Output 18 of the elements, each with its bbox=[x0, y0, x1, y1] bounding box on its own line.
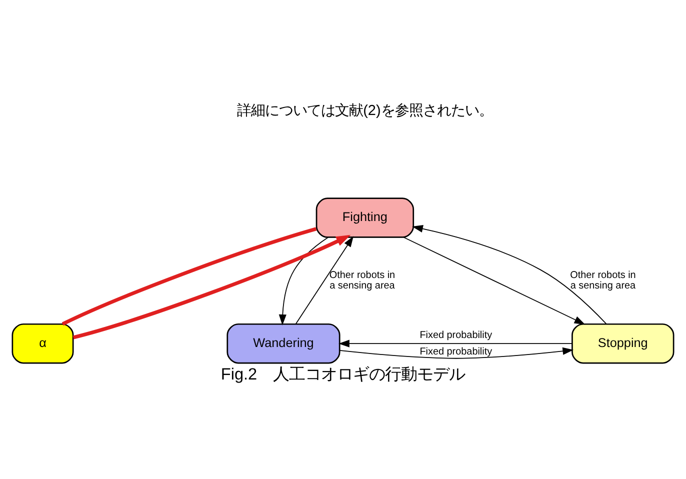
edge-label: Other robots in a sensing area bbox=[570, 270, 636, 292]
arrow bbox=[412, 225, 607, 324]
edge-label: Fixed probability bbox=[420, 330, 492, 341]
arrow bbox=[295, 236, 354, 324]
edge-label: Other robots in a sensing area bbox=[329, 270, 396, 292]
arrow bbox=[278, 236, 329, 326]
node-box: Fighting bbox=[316, 198, 414, 238]
connector bbox=[62, 227, 317, 326]
arrow bbox=[403, 236, 586, 325]
arrow bbox=[338, 340, 573, 348]
node-box: α bbox=[12, 323, 74, 364]
label: 詳細については文献(2)を参照されたい。 bbox=[237, 102, 493, 119]
arrow bbox=[72, 234, 351, 340]
caption: Fig.2 人工コオロギの行動モデル bbox=[220, 366, 466, 384]
node-box: Stopping bbox=[572, 323, 674, 364]
node-box: Wandering bbox=[226, 323, 340, 364]
arrow bbox=[339, 347, 574, 359]
edge-label: Fixed probability bbox=[420, 346, 492, 358]
